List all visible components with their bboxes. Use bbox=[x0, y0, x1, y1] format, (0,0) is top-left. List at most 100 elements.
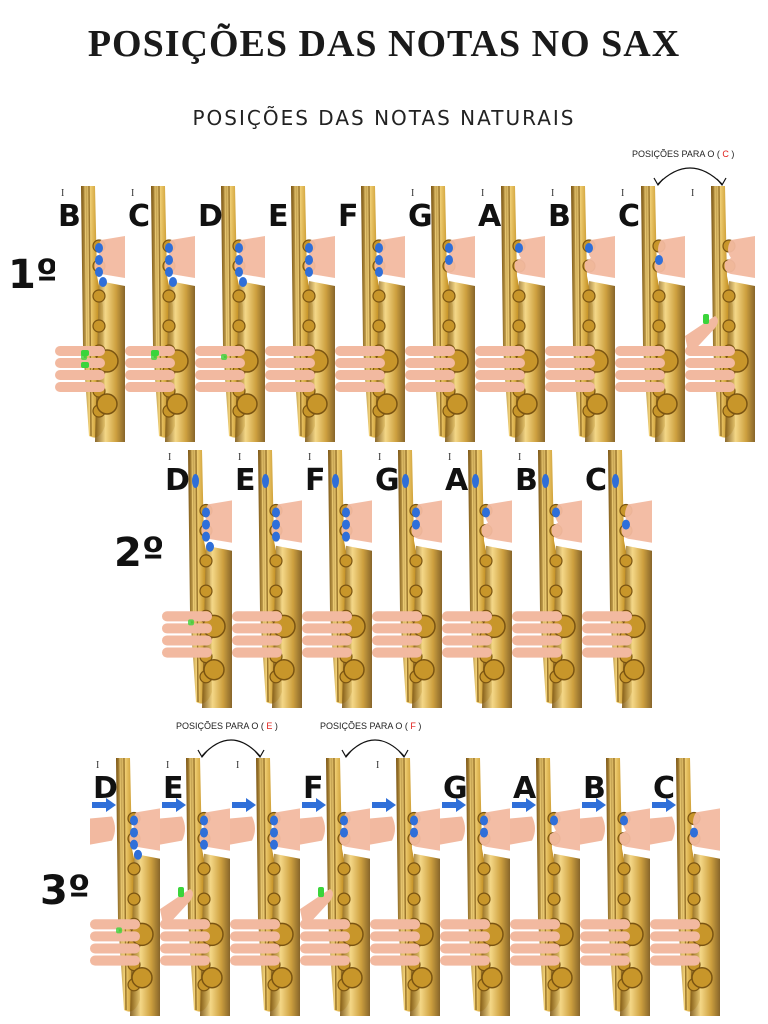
key-pad bbox=[512, 289, 526, 303]
annotation-suffix: ) bbox=[731, 149, 735, 159]
finger bbox=[232, 647, 282, 658]
key-pad bbox=[722, 289, 736, 303]
key-pad bbox=[337, 862, 351, 876]
finger bbox=[265, 346, 315, 356]
pressed-key bbox=[585, 243, 593, 253]
finger bbox=[685, 346, 735, 356]
pressed-key bbox=[272, 519, 280, 530]
key-pad bbox=[372, 319, 386, 333]
finger bbox=[615, 370, 665, 380]
key-rod bbox=[123, 758, 127, 1010]
key-pad bbox=[687, 892, 701, 906]
key-pad bbox=[271, 966, 293, 989]
finger bbox=[545, 370, 595, 380]
saxophone-icon bbox=[440, 758, 510, 1016]
pressed-key bbox=[235, 267, 243, 277]
key-pad bbox=[582, 319, 596, 333]
key-pad bbox=[691, 966, 713, 989]
key-pad bbox=[551, 966, 573, 989]
pressed-key bbox=[202, 531, 210, 542]
hand-icon bbox=[442, 611, 492, 658]
finger bbox=[265, 370, 315, 380]
row-3-annotation-f: POSIÇÕES PARA O ( F ) bbox=[320, 721, 421, 731]
hand-icon bbox=[440, 816, 465, 845]
note-letter: A bbox=[513, 771, 537, 806]
finger bbox=[685, 382, 735, 392]
pressed-key bbox=[95, 243, 103, 253]
key-pad bbox=[127, 892, 141, 906]
finger bbox=[160, 919, 210, 930]
tick-mark: I bbox=[518, 452, 522, 463]
tick-mark: I bbox=[411, 188, 415, 199]
annotation-suffix: ) bbox=[418, 721, 422, 731]
hand-icon bbox=[510, 816, 535, 845]
arrow-shape bbox=[92, 798, 116, 813]
right-arrow-icon bbox=[582, 798, 606, 813]
key-pad bbox=[92, 319, 106, 333]
arrow-shape bbox=[302, 798, 326, 813]
saxophone-icon bbox=[265, 186, 335, 442]
key-rod bbox=[615, 450, 619, 702]
annotation-suffix: ) bbox=[274, 721, 278, 731]
saxophone-icon bbox=[582, 450, 652, 708]
key-pad bbox=[407, 862, 421, 876]
arrow-shape bbox=[582, 798, 606, 813]
saxophone-icon bbox=[300, 758, 370, 1016]
finger bbox=[195, 382, 245, 392]
key-rod bbox=[683, 758, 687, 1010]
pressed-key bbox=[655, 255, 663, 265]
finger bbox=[90, 955, 140, 966]
pressed-key bbox=[305, 267, 313, 277]
saxophone-icon bbox=[302, 450, 372, 708]
pressed-key bbox=[235, 255, 243, 265]
key-rod bbox=[578, 186, 582, 437]
note-letter: C bbox=[128, 199, 151, 234]
saxophone-icon bbox=[685, 186, 755, 442]
finger bbox=[300, 955, 350, 966]
tick-mark: I bbox=[236, 760, 240, 771]
finger bbox=[230, 955, 280, 966]
annotation-note: F bbox=[410, 721, 416, 731]
note-letter: E bbox=[163, 771, 184, 806]
hand-icon bbox=[162, 611, 212, 658]
finger bbox=[442, 611, 492, 622]
finger bbox=[510, 943, 560, 954]
finger bbox=[475, 346, 525, 356]
tick-mark: I bbox=[96, 760, 100, 771]
pressed-key bbox=[375, 243, 383, 253]
pressed-key bbox=[178, 887, 184, 898]
finger bbox=[55, 370, 105, 380]
pressed-key bbox=[200, 815, 208, 826]
pressed-key bbox=[482, 507, 490, 518]
fingering-cell: I bbox=[230, 758, 300, 1016]
key-pad bbox=[619, 584, 633, 598]
finger bbox=[372, 611, 422, 622]
finger bbox=[302, 611, 352, 622]
pressed-key bbox=[270, 827, 278, 838]
key-rod bbox=[508, 186, 512, 437]
pressed-key bbox=[340, 827, 348, 838]
key-pad bbox=[267, 862, 281, 876]
finger bbox=[510, 919, 560, 930]
tick-mark: I bbox=[168, 452, 172, 463]
finger bbox=[160, 931, 210, 942]
key-rod bbox=[263, 758, 267, 1010]
saxophone-icon bbox=[370, 758, 440, 1016]
finger bbox=[195, 358, 245, 368]
finger bbox=[512, 647, 562, 658]
note-letter: C bbox=[585, 463, 608, 498]
hand-icon bbox=[545, 346, 595, 392]
finger bbox=[475, 370, 525, 380]
saxophone-icon bbox=[650, 758, 720, 1016]
finger bbox=[230, 931, 280, 942]
key-pad bbox=[621, 966, 643, 989]
key-pad bbox=[409, 584, 423, 598]
hand-icon bbox=[160, 816, 185, 845]
hand-icon bbox=[300, 816, 325, 845]
hand-icon bbox=[232, 611, 282, 658]
hand-icon bbox=[724, 236, 755, 278]
